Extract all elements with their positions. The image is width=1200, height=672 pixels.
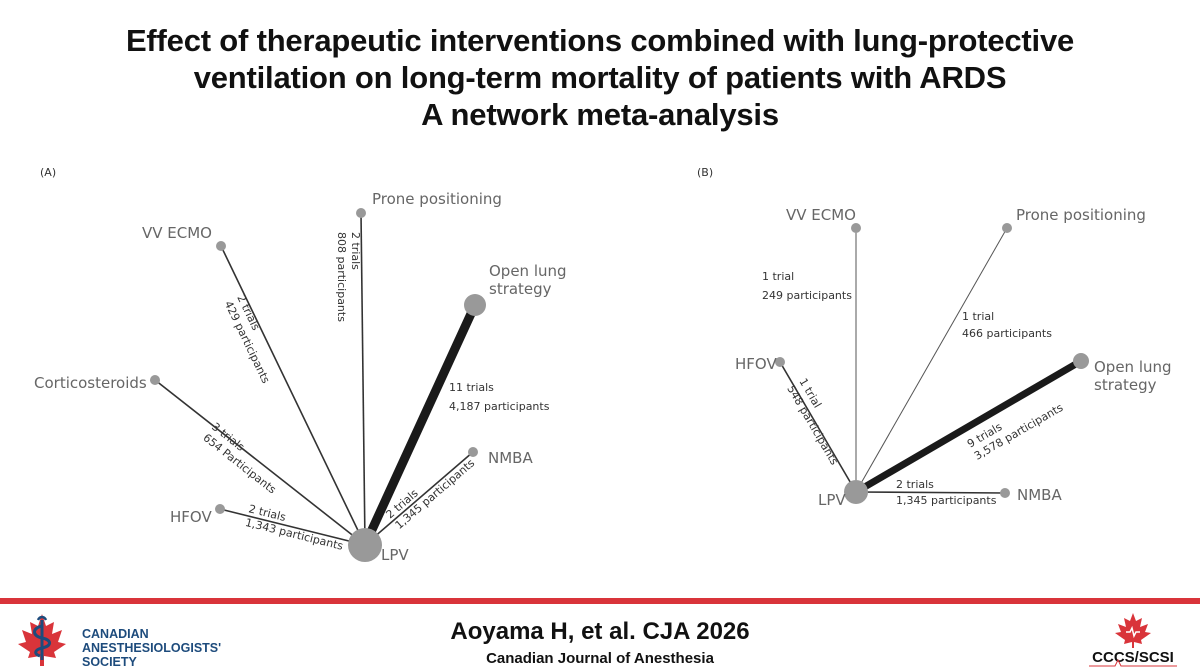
society-name: CANADIAN ANESTHESIOLOGISTS' SOCIETY [82, 627, 221, 669]
node-a-openlung-label-line1: Open lung [489, 262, 567, 280]
node-a-openlung-label-line2: strategy [489, 280, 552, 298]
edge-a-corticosteroids-label: 3 trials 654 Participants [200, 420, 278, 496]
node-a-lpv-label: LPV [381, 546, 409, 564]
title-line-3: A network meta-analysis [421, 97, 779, 132]
node-a-openlung-label: Open lung strategy [489, 262, 571, 298]
edge-b-vvecmo-label: 1 trial 249 participants [762, 270, 852, 302]
network-panel-b: (B) LPV VV ECMO Prone positioning HFOV O… [697, 166, 1176, 509]
edge-a-prone [360, 212, 366, 546]
title-line-1: Effect of therapeutic interventions comb… [125, 23, 1075, 58]
node-b-openlung-label-line2: strategy [1094, 376, 1157, 394]
citation: Aoyama H, et al. CJA 2026 [450, 618, 750, 645]
node-b-hfov-label: HFOV [735, 355, 777, 373]
node-b-prone-label: Prone positioning [1016, 206, 1146, 224]
node-a-lpv [348, 528, 382, 562]
node-b-lpv-label: LPV [818, 491, 846, 509]
edge-a-openlung [360, 303, 480, 547]
node-b-hfov [775, 357, 785, 367]
title-line-2: ventilation on long-term mortality of pa… [193, 60, 1007, 95]
cccs-scsi-logo: CCCS/SCSI [1089, 613, 1177, 667]
society-name-line-3: SOCIETY [82, 655, 137, 669]
edge-a-vvecmo [220, 245, 366, 546]
network-diagrams: (A) LPV Prone positioning VV ECMO Open l… [34, 166, 1176, 564]
edge-a-nmba-label: 2 trials 1,345 participants [383, 456, 477, 532]
edge-a-hfov-label: 2 trials 1,343 participants [244, 502, 345, 553]
edge-b-vvecmo-trials: 1 trial [762, 270, 794, 283]
network-panel-a: (A) LPV Prone positioning VV ECMO Open l… [34, 166, 571, 564]
panel-b-label: (B) [697, 166, 713, 179]
edge-a-corticosteroids [154, 379, 366, 546]
node-a-hfov [215, 504, 225, 514]
edge-b-prone-participants: 466 participants [962, 327, 1052, 340]
edge-a-prone-trials: 2 trials [349, 232, 362, 270]
node-b-nmba [1000, 488, 1010, 498]
node-a-prone [356, 208, 366, 218]
edge-b-prone [855, 227, 1008, 493]
node-b-lpv [844, 480, 868, 504]
node-b-vvecmo [851, 223, 861, 233]
canadian-anesthesiologists-society-logo [18, 614, 66, 666]
edge-a-vvecmo-label: 2 trials 429 participants [222, 293, 273, 386]
node-a-corticosteroids [150, 375, 160, 385]
node-b-prone [1002, 223, 1012, 233]
edge-a-openlung-trials: 11 trials [449, 381, 494, 394]
edge-b-hfov-label: 1 trial 548 participants [784, 376, 841, 468]
panel-a-label: (A) [40, 166, 56, 179]
society-name-line-1: CANADIAN [82, 627, 149, 641]
node-a-nmba [468, 447, 478, 457]
journal-name: Canadian Journal of Anesthesia [486, 650, 714, 667]
node-a-vvecmo-label: VV ECMO [142, 224, 212, 242]
footer-divider [0, 598, 1200, 604]
edge-b-vvecmo-participants: 249 participants [762, 289, 852, 302]
node-b-openlung-label-line1: Open lung [1094, 358, 1172, 376]
node-b-openlung [1073, 353, 1089, 369]
society-name-line-2: ANESTHESIOLOGISTS' [82, 641, 222, 655]
node-b-openlung-label: Open lung strategy [1094, 358, 1176, 394]
edge-a-openlung-participants: 4,187 participants [449, 400, 550, 413]
node-a-prone-label: Prone positioning [372, 190, 502, 208]
edge-b-nmba-participants: 1,345 participants [896, 494, 997, 507]
node-a-hfov-label: HFOV [170, 508, 212, 526]
edge-b-nmba-label: 2 trials 1,345 participants [896, 478, 997, 507]
edge-a-hfov [219, 508, 366, 546]
slide-title: Effect of therapeutic interventions comb… [0, 22, 1200, 133]
edge-b-nmba [855, 491, 1006, 494]
edge-a-prone-participants: 808 participants [335, 232, 348, 322]
node-a-vvecmo [216, 241, 226, 251]
edge-a-nmba [364, 451, 474, 546]
node-b-vvecmo-label: VV ECMO [786, 206, 856, 224]
edge-a-prone-label: 2 trials 808 participants [335, 232, 362, 322]
edge-b-openlung [854, 357, 1083, 496]
edge-a-openlung-label: 11 trials 4,187 participants [449, 381, 550, 413]
edge-a-hfov-participants: 1,343 participants [244, 516, 345, 553]
edge-b-nmba-trials: 2 trials [896, 478, 934, 491]
node-a-nmba-label: NMBA [488, 449, 533, 467]
edge-b-prone-trials: 1 trial [962, 310, 994, 323]
node-a-corticosteroids-label: Corticosteroids [34, 374, 147, 392]
edge-b-hfov [779, 361, 857, 493]
cccs-logo-text: CCCS/SCSI [1092, 649, 1174, 666]
node-a-openlung [464, 294, 486, 316]
edge-b-prone-label: 1 trial 466 participants [962, 310, 1052, 340]
node-b-nmba-label: NMBA [1017, 486, 1062, 504]
